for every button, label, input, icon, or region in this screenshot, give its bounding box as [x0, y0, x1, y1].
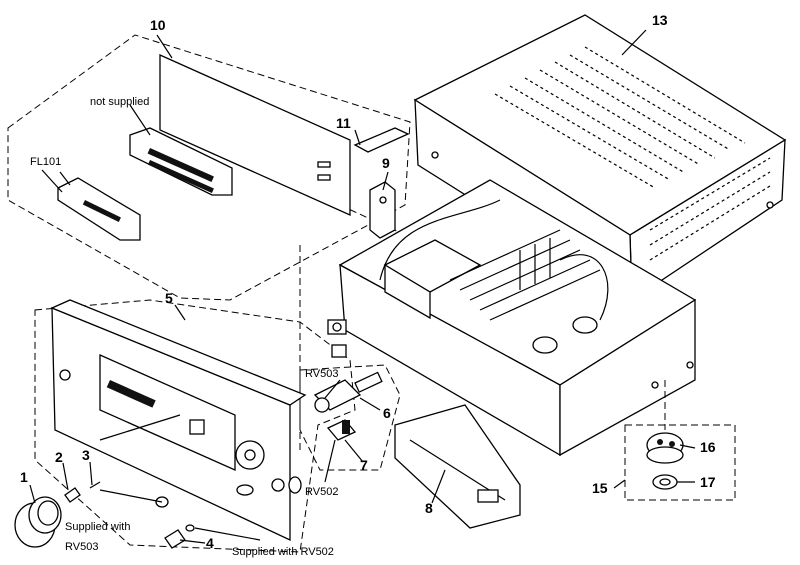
chassis: [327, 179, 697, 457]
callout-7: 7: [360, 457, 368, 473]
group-6-boundary: [299, 364, 401, 471]
callout-11: 11: [336, 115, 351, 131]
callout-4: 4: [206, 535, 214, 551]
callout-1: 1: [20, 469, 28, 485]
rv503-potentiometer: [313, 371, 383, 413]
shaft-3: [89, 481, 101, 489]
back-panel-10: [159, 53, 351, 217]
callout-8: 8: [425, 500, 433, 516]
ventilation-slots: [494, 46, 771, 261]
group-15-boundary: [624, 424, 736, 501]
callout-9: 9: [382, 155, 390, 171]
callout-3: 3: [82, 447, 90, 463]
label-rv503: RV503: [305, 368, 338, 380]
label-supplied-rv502: Supplied with RV502: [232, 546, 334, 558]
callout-17: 17: [700, 474, 716, 490]
clip-2: [64, 487, 81, 503]
rv502-potentiometer: [326, 419, 357, 441]
heat-sink: [449, 229, 601, 321]
callout-10: 10: [150, 17, 166, 33]
label-supplied-rv503-line1: Supplied with: [65, 521, 130, 533]
callout-5: 5: [165, 290, 173, 306]
label-supplied-rv503-line2: RV503: [65, 541, 98, 553]
group-10-boundary: [7, 34, 411, 301]
knob-4: [164, 524, 195, 549]
part-11: [353, 127, 410, 153]
bracket-not-supplied: [129, 127, 233, 196]
foot-assembly: [646, 380, 684, 490]
group-5-boundary: [34, 299, 356, 553]
callout-16: 16: [700, 439, 716, 455]
front-panel-5: [50, 299, 307, 542]
leader-lines: [29, 29, 696, 544]
fl101-display: [41, 169, 141, 241]
callout-6: 6: [383, 405, 391, 421]
label-rv502: RV502: [305, 486, 338, 498]
callout-2: 2: [55, 449, 63, 465]
callout-13: 13: [652, 12, 668, 28]
bracket-9: [369, 181, 396, 239]
label-fl101: FL101: [30, 156, 61, 168]
sub-panel-8: [394, 404, 521, 529]
label-not-supplied: not supplied: [90, 96, 149, 108]
knob-1: [14, 496, 62, 548]
callout-15: 15: [592, 480, 608, 496]
